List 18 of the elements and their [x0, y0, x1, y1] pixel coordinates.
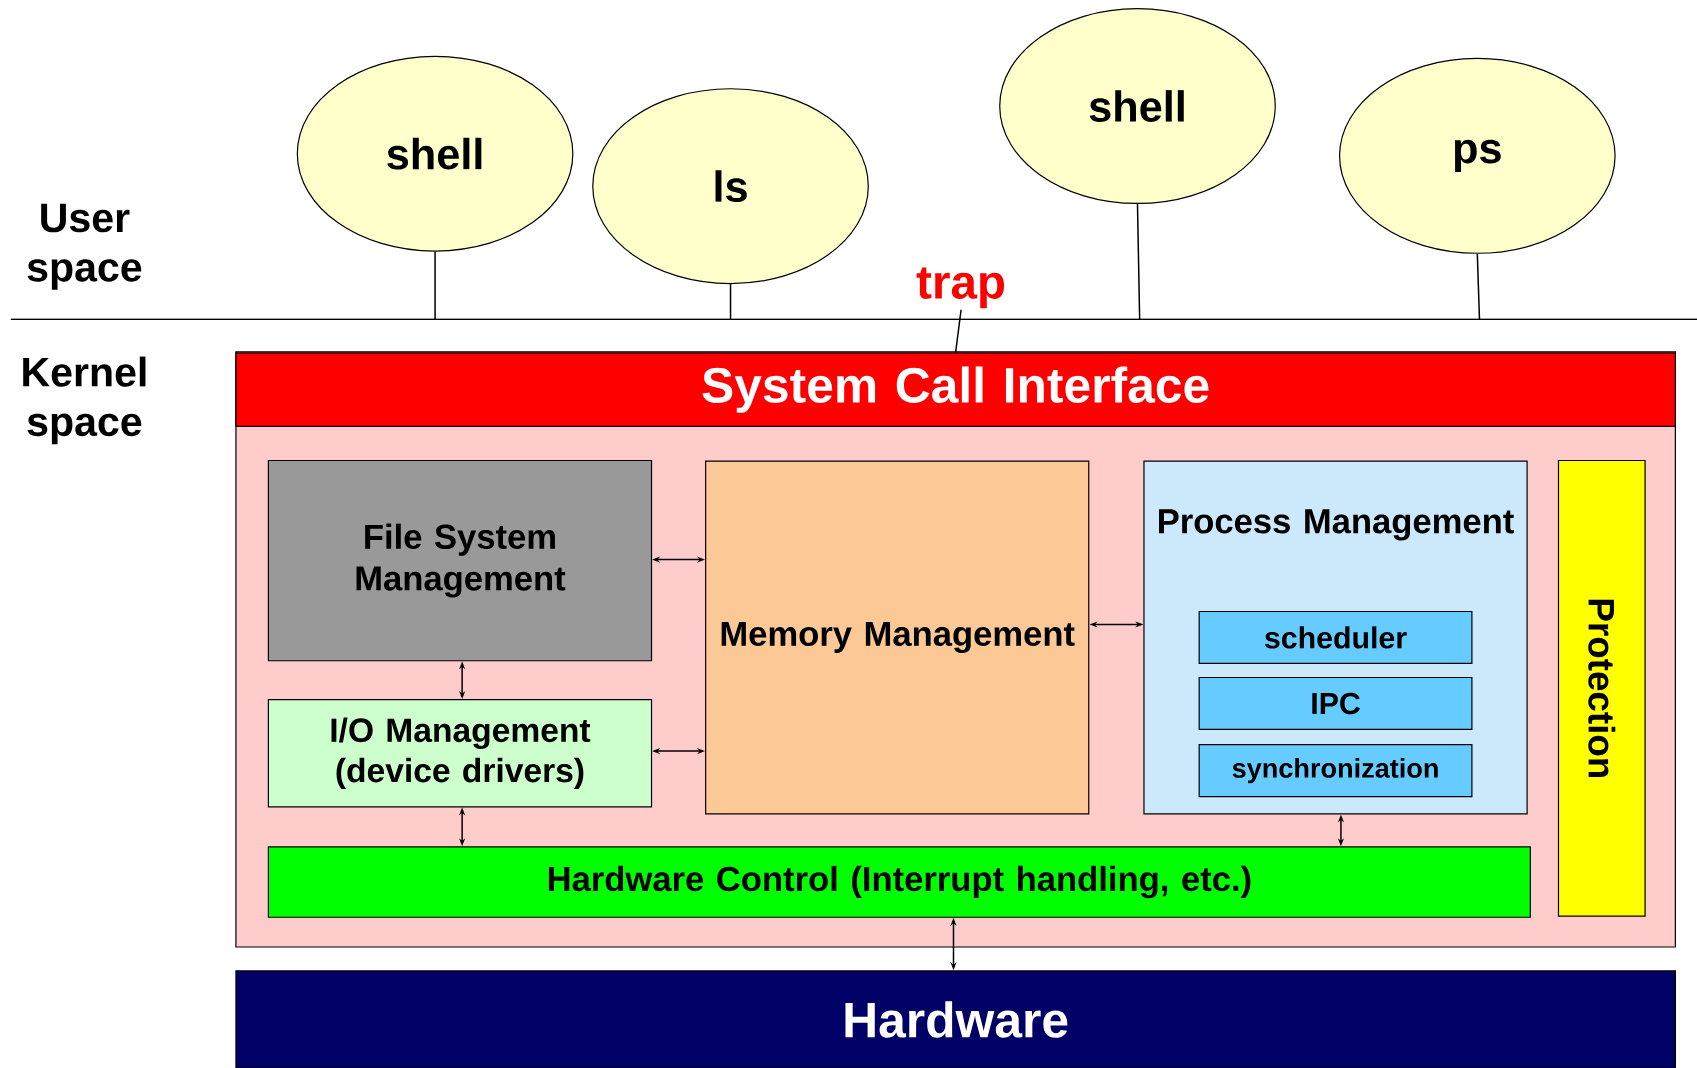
- hardware-control-bar: Hardware Control (Interrupt handling, etc.): [267, 846, 1531, 918]
- component-box: IPC: [1198, 676, 1473, 731]
- subsystem-box: File System Management: [267, 459, 653, 662]
- component-box: scheduler: [1198, 610, 1473, 665]
- connector-line: [1136, 203, 1141, 320]
- connector-line: [434, 250, 436, 320]
- trap-label: trap: [916, 267, 1005, 309]
- subsystem-box: I/O Management (device drivers): [267, 699, 653, 808]
- interface-band: System Call Interface: [235, 352, 1676, 428]
- hardware-band: Hardware: [235, 970, 1676, 1068]
- connector-line: [1476, 253, 1481, 320]
- protection-bar: Protection: [1557, 459, 1646, 917]
- connector-line: [954, 309, 962, 353]
- component-box: synchronization: [1198, 744, 1473, 798]
- side-label: Kernel space: [23, 356, 146, 445]
- connector-line: [729, 283, 732, 320]
- subsystem-box: Memory Management: [705, 460, 1090, 815]
- side-label: User space: [27, 203, 142, 290]
